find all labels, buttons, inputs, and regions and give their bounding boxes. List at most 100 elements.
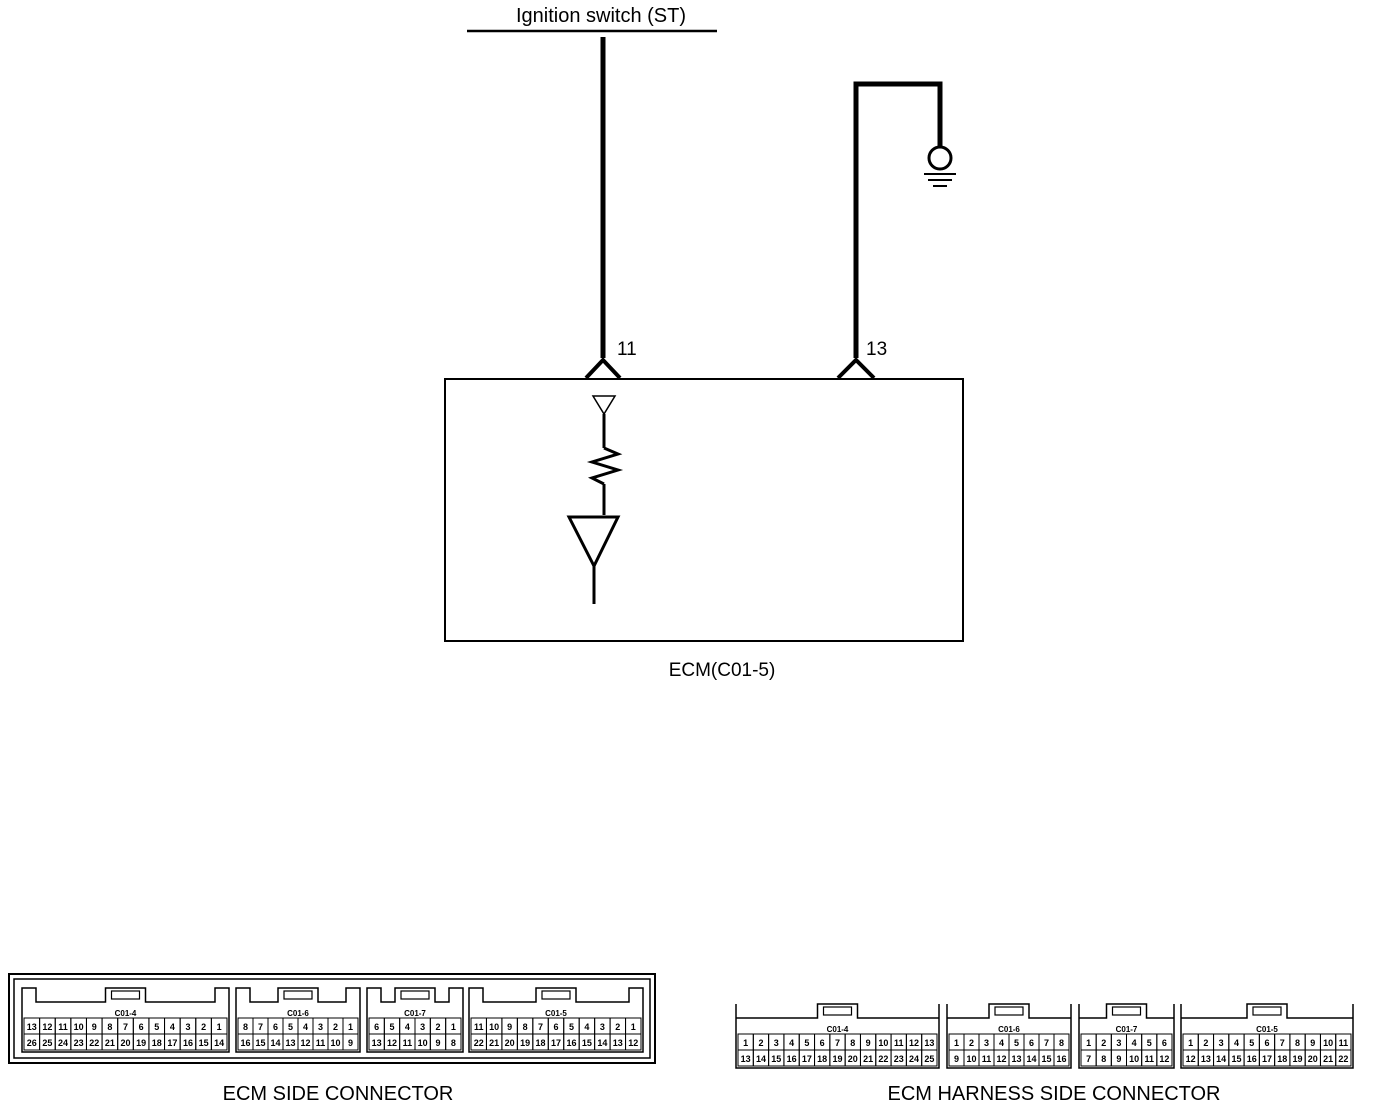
pin-number: 3: [420, 1022, 425, 1032]
pin-cell: [921, 1049, 938, 1067]
pin-number: 9: [866, 1038, 871, 1048]
pin-number: 10: [1323, 1038, 1333, 1048]
pin-number: 15: [255, 1038, 265, 1048]
pin-number: 2: [969, 1038, 974, 1048]
pin-number: 19: [832, 1054, 842, 1064]
pin-number: 14: [1026, 1054, 1036, 1064]
pin-number: 10: [878, 1038, 888, 1048]
pin-number: 8: [451, 1038, 456, 1048]
pin-number: 10: [74, 1022, 84, 1032]
pin-number: 11: [474, 1022, 484, 1032]
pin-number: 5: [288, 1022, 293, 1032]
pin-number: 14: [214, 1038, 224, 1048]
connector-body: [735, 1003, 940, 1069]
pin-number: 19: [520, 1038, 530, 1048]
pin-number: 11: [58, 1022, 68, 1032]
pin-number: 12: [996, 1054, 1006, 1064]
pin-number: 19: [1293, 1054, 1303, 1064]
pin-number: 3: [774, 1038, 779, 1048]
pin-number: 21: [105, 1038, 115, 1048]
pin-number: 25: [42, 1038, 52, 1048]
pin-number: 13: [27, 1022, 37, 1032]
pin-number: 25: [924, 1054, 934, 1064]
pin-number: 10: [1129, 1054, 1139, 1064]
pin-number: 14: [1216, 1054, 1226, 1064]
pin-number: 14: [270, 1038, 280, 1048]
pin-number: 8: [243, 1022, 248, 1032]
pin-number: 3: [1116, 1038, 1121, 1048]
pin-number: 2: [1101, 1038, 1106, 1048]
pin-13-label: 13: [866, 339, 887, 360]
pin-number: 12: [387, 1038, 397, 1048]
pin-number: 7: [1086, 1054, 1091, 1064]
pin-number: 1: [217, 1022, 222, 1032]
pin-number: 4: [789, 1038, 794, 1048]
pin-number: 9: [435, 1038, 440, 1048]
pin-number: 9: [348, 1038, 353, 1048]
pin-number: 16: [240, 1038, 250, 1048]
pin-number: 10: [330, 1038, 340, 1048]
pin-number: 18: [152, 1038, 162, 1048]
connector-body: [235, 987, 361, 1053]
pin-13-terminal: [836, 357, 876, 380]
pin-number: 6: [374, 1022, 379, 1032]
pin-cell: [1156, 1049, 1173, 1067]
pin-number: 8: [1295, 1038, 1300, 1048]
pin-number: 13: [372, 1038, 382, 1048]
pin-number: 13: [924, 1038, 934, 1048]
connector-key: [541, 990, 571, 1000]
pin-number: 16: [183, 1038, 193, 1048]
pin-number: 9: [507, 1022, 512, 1032]
pin-number: 16: [566, 1038, 576, 1048]
connector-key: [400, 990, 430, 1000]
pin-number: 4: [303, 1022, 308, 1032]
pin-number: 18: [817, 1054, 827, 1064]
pin-number: 6: [1029, 1038, 1034, 1048]
pin-number: 4: [170, 1022, 175, 1032]
connector-key: [994, 1006, 1024, 1016]
ground-icon: [927, 145, 953, 171]
pin-number: 11: [403, 1038, 413, 1048]
pin-number: 18: [536, 1038, 546, 1048]
pin-number: 14: [756, 1054, 766, 1064]
pin-number: 5: [804, 1038, 809, 1048]
pin-number: 11: [316, 1038, 326, 1048]
ecm-side-connector-frame-outer: [8, 973, 656, 1064]
pin-number: 9: [1310, 1038, 1315, 1048]
pin-number: 14: [597, 1038, 607, 1048]
pin-number: 8: [850, 1038, 855, 1048]
ecm-side-connector-frame-inner: [13, 978, 651, 1059]
pin-number: 3: [318, 1022, 323, 1032]
pin-number: 11: [982, 1054, 992, 1064]
connector-key: [1111, 1006, 1142, 1016]
pin-number: 1: [743, 1038, 748, 1048]
pin-number: 21: [489, 1038, 499, 1048]
pin-number: 5: [154, 1022, 159, 1032]
pin-number: 10: [489, 1022, 499, 1032]
pin-number: 13: [285, 1038, 295, 1048]
pin-number: 10: [418, 1038, 428, 1048]
pin-number: 12: [628, 1038, 638, 1048]
pin-number: 1: [954, 1038, 959, 1048]
pin-number: 1: [1086, 1038, 1091, 1048]
pin-number: 16: [787, 1054, 797, 1064]
pin-number: 3: [1219, 1038, 1224, 1048]
pin-number: 2: [1203, 1038, 1208, 1048]
pin-number: 6: [1162, 1038, 1167, 1048]
pin-number: 6: [553, 1022, 558, 1032]
connector-name: C01-7: [1116, 1025, 1138, 1034]
pin-number: 1: [348, 1022, 353, 1032]
pin-number: 2: [615, 1022, 620, 1032]
pin-number: 4: [1132, 1038, 1137, 1048]
pin-number: 15: [199, 1038, 209, 1048]
pin-number: 15: [771, 1054, 781, 1064]
pin-number: 23: [74, 1038, 84, 1048]
pin-number: 15: [582, 1038, 592, 1048]
pin-cell: [445, 1033, 462, 1051]
pin-number: 12: [1186, 1054, 1196, 1064]
connector-key: [822, 1006, 853, 1016]
connector-name: C01-5: [1256, 1025, 1278, 1034]
